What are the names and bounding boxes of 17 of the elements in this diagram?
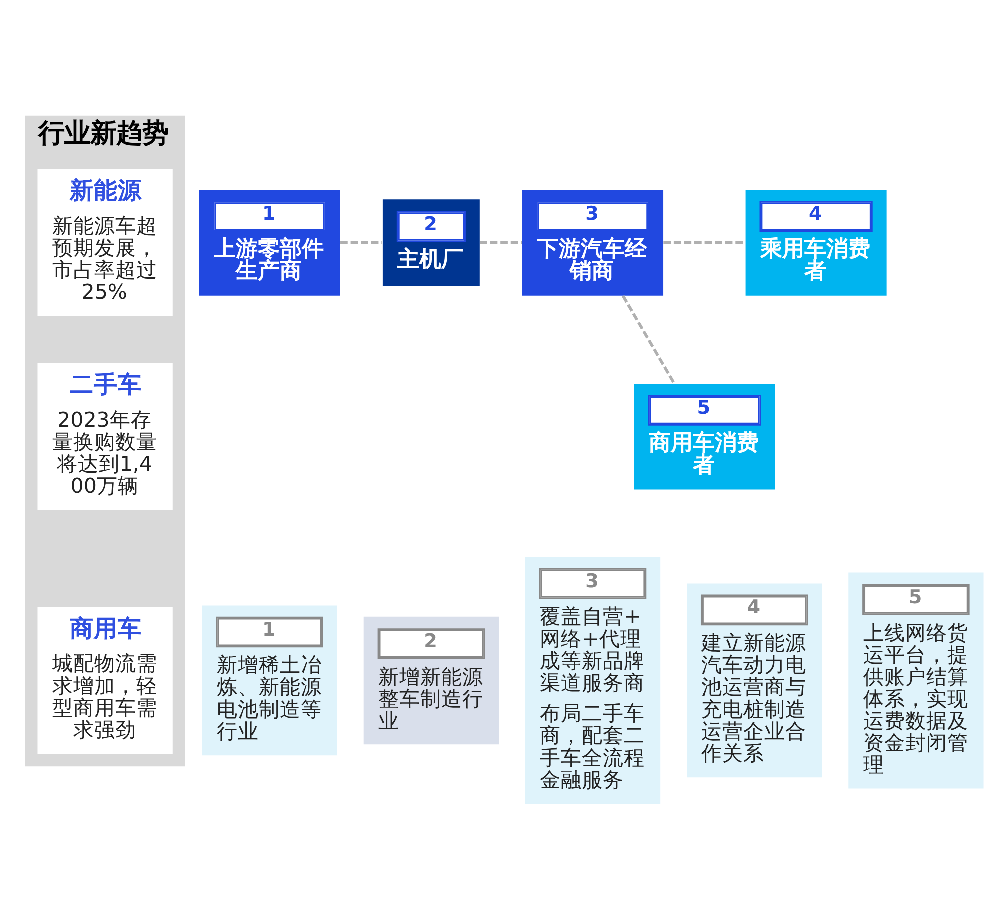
connector	[622, 294, 676, 384]
node-box: 二手车 2023年存量换购数量将达到1,400万辆	[38, 362, 173, 510]
node-box: 1 上游零部件生产商	[199, 190, 340, 296]
node-box: 4 乘用车消费者	[746, 190, 887, 296]
node-box: 2 新增新能源整车制造行业	[364, 616, 499, 744]
connector	[480, 241, 522, 244]
node-box: 商用车 城配物流需求增加，轻型商用车需求强劲	[38, 606, 173, 754]
node-box: 5 商用车消费者	[634, 384, 776, 490]
connector	[664, 241, 746, 244]
node-box: 5 上线网络货运平台，提供账户结算体系，实现运费数据及资金封闭管理	[848, 572, 984, 788]
node-box: 1 新增稀土冶炼、新能源电池制造等行业	[202, 605, 338, 756]
node-box: 2 主机厂	[382, 199, 480, 286]
connector	[340, 241, 382, 244]
node-box: 新能源 新能源车超预期发展，市占率超过25%	[38, 169, 173, 316]
node-box: 4 建立新能源汽车动力电池运营商与充电桩制造运营企业合作关系	[687, 583, 822, 778]
node-box: 3 覆盖自营+网络+代理成等新品牌渠道服务商 布局二手车商，配套二手车全流程金融服务	[525, 556, 661, 804]
node-box: 3 下游汽车经销商	[522, 190, 664, 296]
